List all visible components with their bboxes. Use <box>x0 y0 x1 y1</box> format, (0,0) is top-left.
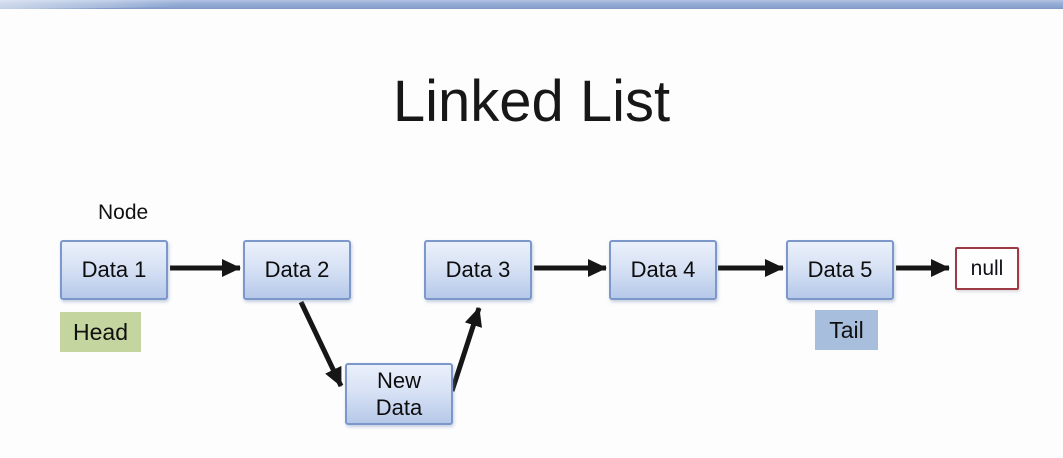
node-data4-label: Data 4 <box>630 257 696 282</box>
node-annotation-label: Node <box>98 201 149 224</box>
node-data2-label: Data 2 <box>264 257 330 282</box>
tail-tag-label: Tail <box>829 316 864 343</box>
node-data3-label: Data 3 <box>445 257 511 282</box>
head-tag-label: Head <box>73 318 128 345</box>
tail-tag: Tail <box>815 310 878 350</box>
node-new-data-line2: Data <box>375 395 423 420</box>
node-data5: Data 5 <box>786 240 894 300</box>
head-tag: Head <box>60 312 141 352</box>
node-new-data-line1: New <box>376 367 421 393</box>
node-data1-label: Data 1 <box>81 257 147 282</box>
slide-title: Linked List <box>392 69 671 134</box>
arrow-data2-to-new-data <box>298 300 344 388</box>
node-data1: Data 1 <box>60 240 168 300</box>
node-data4: Data 4 <box>609 240 717 300</box>
arrow-new-data-to-data3 <box>449 307 482 392</box>
window-top-bar-gloss <box>0 0 240 9</box>
null-terminator: null <box>955 247 1019 290</box>
null-terminator-label: null <box>970 256 1004 280</box>
node-data3: Data 3 <box>424 240 532 300</box>
node-data5-label: Data 5 <box>807 257 873 282</box>
node-new-data: New Data <box>345 363 453 425</box>
node-data2: Data 2 <box>243 240 351 300</box>
window-top-bar <box>0 0 1063 9</box>
